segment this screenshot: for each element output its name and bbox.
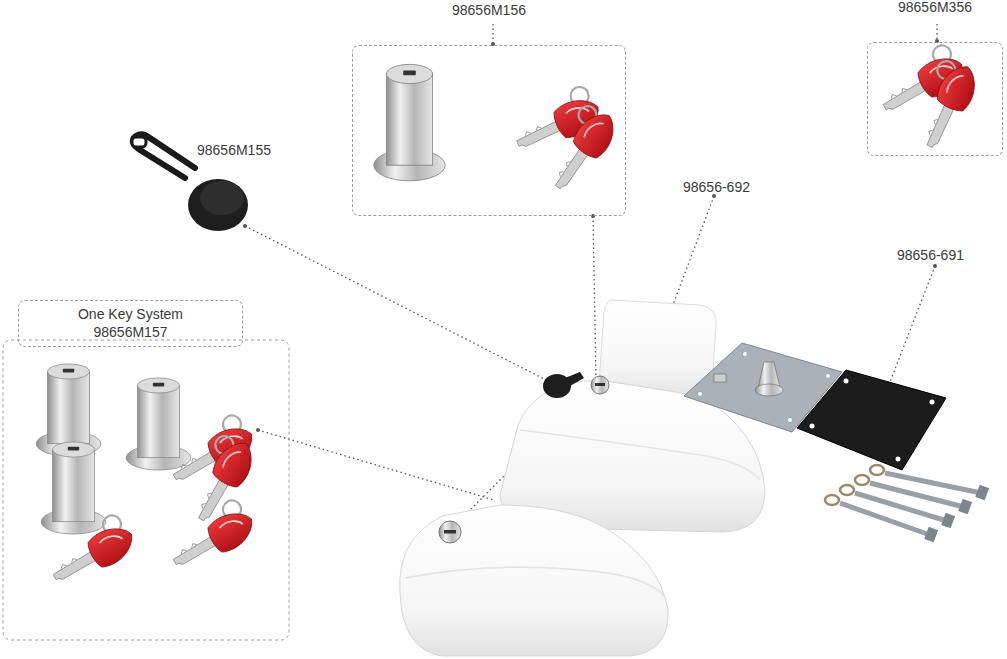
callout-box: One Key System 98656M157 (18, 300, 243, 347)
part-number: 98656M156 (313, 1, 665, 19)
part-number: One Key System 98656M157 (71, 305, 191, 341)
callout-box: 98656M156 (352, 45, 626, 216)
part-number: 98656M155 (197, 141, 271, 159)
callout-box: 98656M356 (867, 42, 1003, 156)
part-number: 98656-692 (683, 178, 750, 196)
part-number: 98656-691 (897, 246, 964, 264)
part-number: 98656M356 (828, 0, 1007, 16)
